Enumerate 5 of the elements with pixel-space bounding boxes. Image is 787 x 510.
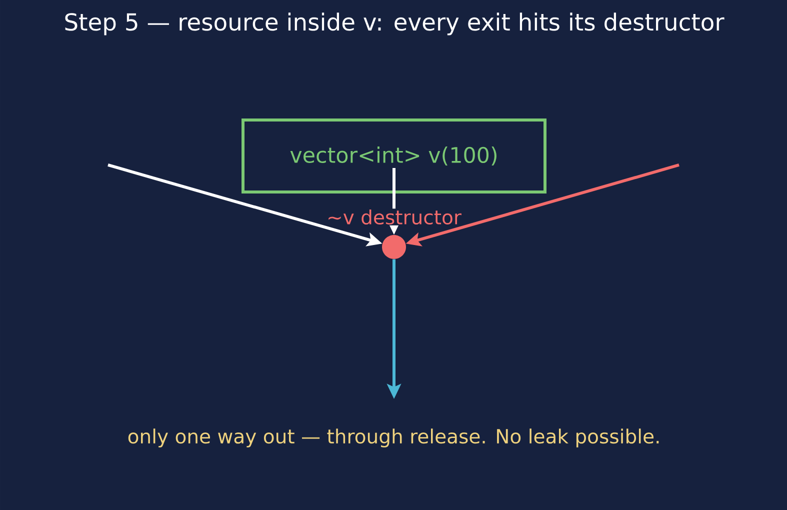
node-label: ~v destructor: [326, 208, 462, 226]
title: Step 5 — resource inside v: every exit hits its destructor: [65, 12, 724, 36]
junction-dot: [382, 235, 406, 259]
caption: only one way out — through release. No leak possible.: [128, 428, 659, 448]
code-box: vector<int> v(100): [242, 118, 546, 194]
